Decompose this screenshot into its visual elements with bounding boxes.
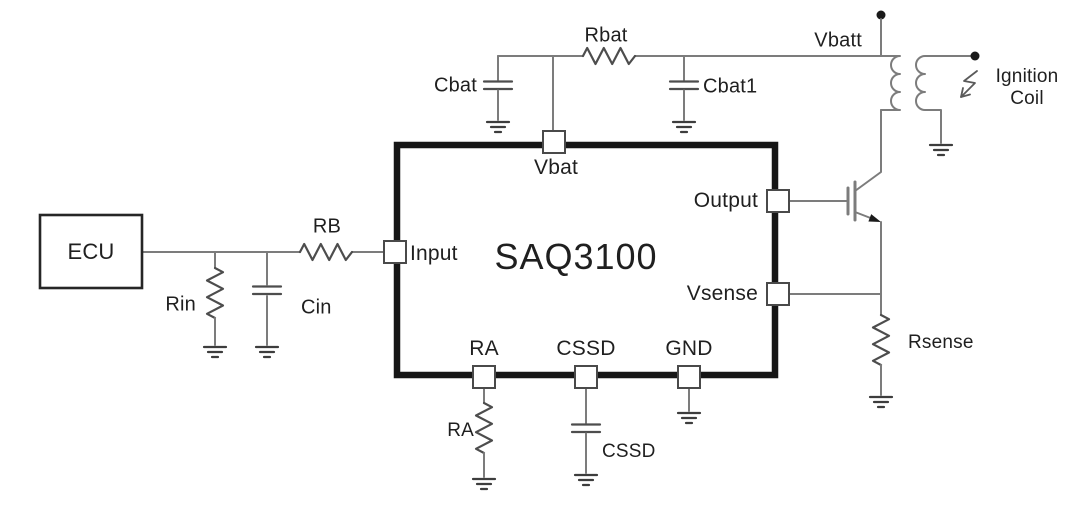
- ra-resistor-icon: [471, 387, 497, 491]
- chip-name: SAQ3100: [494, 236, 658, 277]
- vsense-pin-square: [766, 282, 790, 306]
- output-pin-square: [766, 189, 790, 213]
- cbat-capacitor-icon: [482, 55, 514, 134]
- rb-resistor-icon: [298, 242, 354, 262]
- cin-label: Cin: [301, 296, 332, 319]
- vbat-pin-label: Vbat: [534, 156, 578, 179]
- vbatt-terminal: [876, 10, 886, 57]
- output-pin-label: Output: [693, 189, 758, 212]
- rbat-resistor-icon: [581, 46, 637, 66]
- cin-capacitor-icon: [251, 251, 283, 359]
- rin-resistor-icon: [202, 251, 228, 359]
- ra-pin-square: [472, 365, 496, 389]
- cssd-pin-square: [574, 365, 598, 389]
- igbt-transistor-icon: [788, 109, 882, 295]
- ecu-label: ECU: [67, 239, 115, 264]
- ground-icon: [471, 477, 497, 491]
- ground-icon: [868, 395, 894, 409]
- rsense-label: Rsense: [908, 332, 974, 353]
- ground-icon: [485, 120, 511, 134]
- rsense-resistor-icon: [788, 293, 894, 409]
- gnd-pin-square: [677, 365, 701, 389]
- vsense-pin-label: Vsense: [686, 282, 758, 305]
- ignition-coil-label-line1: Ignition: [995, 66, 1059, 87]
- rb-label: RB: [312, 215, 342, 238]
- cbat-label: Cbat: [433, 74, 477, 97]
- ground-icon: [573, 473, 599, 487]
- input-pin-label: Input: [410, 242, 458, 265]
- input-pin-square: [383, 240, 407, 264]
- ra-resistor-label: RA: [447, 420, 474, 441]
- vbat-pin-square: [542, 130, 566, 154]
- ecu-box: [38, 213, 144, 290]
- ground-icon: [254, 345, 280, 359]
- cssd-pin-label: CSSD: [556, 337, 616, 360]
- cssd-capacitor-icon: [570, 387, 602, 487]
- ground-icon: [676, 411, 702, 425]
- cbat1-label: Cbat1: [703, 75, 758, 98]
- vbat-supply-rail: [497, 55, 882, 132]
- vbatt-label: Vbatt: [814, 29, 862, 52]
- ground-icon: [928, 143, 954, 157]
- ignition-coil-transformer-icon: [880, 51, 980, 157]
- rin-label: Rin: [165, 293, 196, 316]
- ground-icon: [671, 120, 697, 134]
- ignition-coil-label: Ignition Coil: [996, 66, 1059, 110]
- spark-arrow-icon: [960, 70, 978, 98]
- cssd-capacitor-label: CSSD: [602, 441, 656, 462]
- ra-pin-label: RA: [469, 337, 499, 360]
- ignition-coil-label-line2: Coil: [1010, 88, 1044, 109]
- gnd-pin-ground: [676, 387, 702, 425]
- gnd-pin-label: GND: [665, 337, 713, 360]
- ground-icon: [202, 345, 228, 359]
- rbat-label: Rbat: [584, 24, 628, 47]
- cbat1-capacitor-icon: [668, 55, 700, 134]
